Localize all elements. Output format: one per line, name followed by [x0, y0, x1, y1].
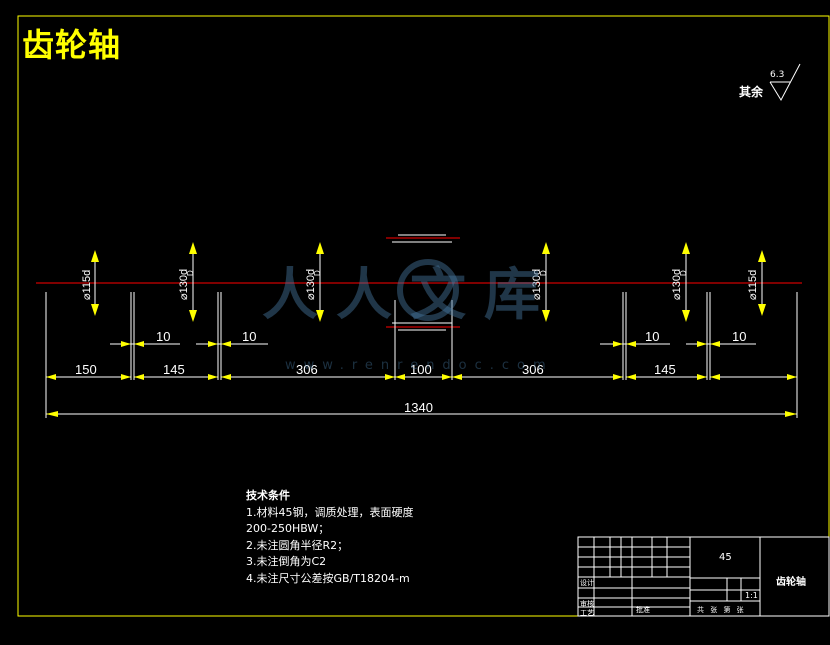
gear-pitch-lines [386, 237, 460, 328]
note-item: 200-250HBW； [246, 522, 330, 535]
tb-review: 审核 [580, 600, 594, 608]
tb-part-name: 齿轮轴 [776, 577, 806, 588]
note-item: 3.未注倒角为C2 [246, 555, 327, 568]
dimension-arrows [46, 341, 797, 417]
title-block [577, 536, 830, 617]
dim-145-b: 145 [654, 362, 676, 377]
tolerance-mark-2: D [186, 270, 195, 276]
note-item: 4.未注尺寸公差按GB/T18204-m [246, 571, 410, 585]
tb-material: 45 [719, 552, 732, 563]
diameter-arrows [91, 242, 766, 322]
tb-sheets: 共 张 第 张 [697, 606, 746, 614]
dim-306-a: 306 [296, 362, 318, 377]
dim-10-b: 10 [242, 329, 257, 344]
roughness-symbol [769, 63, 801, 102]
tb-design: 设计 [580, 579, 594, 587]
diameter-label-1: ⌀115d [81, 269, 93, 300]
diameter-label-6: ⌀115d [747, 269, 759, 300]
roughness-value: 6.3 [770, 70, 785, 80]
dim-10-c: 10 [645, 329, 660, 344]
technical-notes: 技术条件 1.材料45钢，调质处理，表面硬度 200-250HBW； 2.未注圆… [246, 488, 414, 587]
drawing-frame [17, 15, 830, 617]
note-item: 2.未注圆角半径R2； [246, 538, 349, 552]
dim-100: 100 [410, 362, 432, 377]
dim-306-b: 306 [522, 362, 544, 377]
dim-150: 150 [75, 362, 97, 377]
tb-process: 工艺 [580, 609, 594, 617]
dim-10-d: 10 [732, 329, 747, 344]
tb-approve: 批准 [636, 606, 650, 614]
dim-total-1340: 1340 [404, 400, 433, 415]
drawing-title: 齿轮轴 [22, 26, 122, 64]
note-item: 1.材料45钢，调质处理，表面硬度 [246, 505, 414, 519]
roughness-label: 其余 [739, 85, 764, 99]
extension-lines [45, 292, 798, 418]
tb-scale: 1:1 [745, 591, 758, 600]
dim-10-a: 10 [156, 329, 171, 344]
tolerance-mark-5: D [679, 270, 688, 276]
watermark-text: 人人文库 [262, 263, 558, 328]
diameter-dim-lines [94, 248, 763, 316]
watermark-logo [397, 259, 459, 321]
dim-145-a: 145 [163, 362, 185, 377]
notes-heading: 技术条件 [246, 489, 290, 502]
watermark-url: www.renrendoc.com [285, 358, 554, 373]
gear-section-marks [392, 234, 452, 331]
